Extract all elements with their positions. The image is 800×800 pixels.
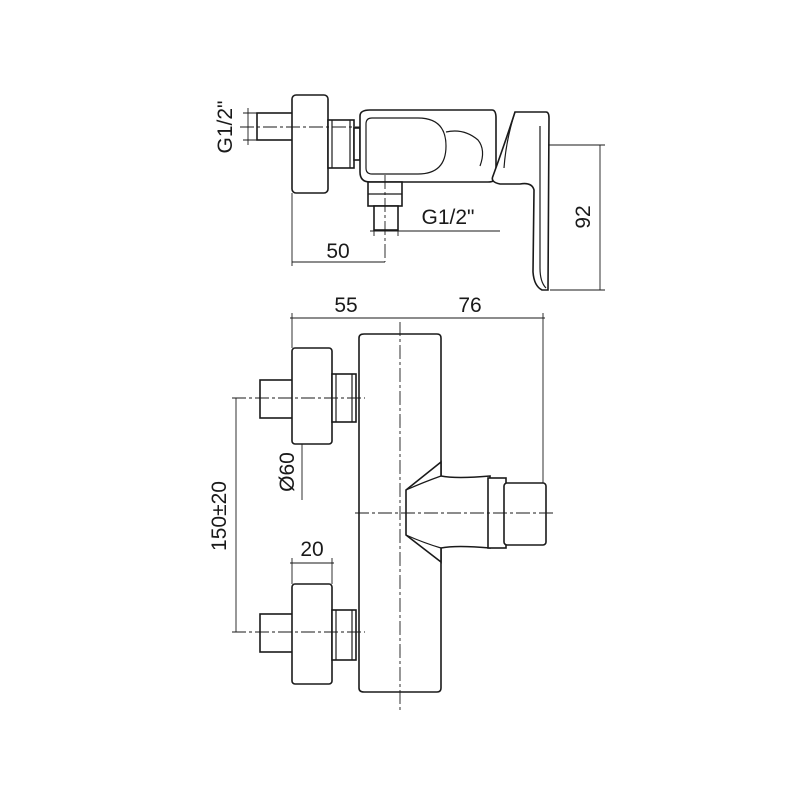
label-dim-50: 50 xyxy=(326,240,349,263)
side-outlet-pipe xyxy=(373,205,399,231)
side-view: G1/2" G1/2" 50 92 xyxy=(214,94,605,291)
label-dim-76: 76 xyxy=(458,294,481,317)
label-dim-20: 20 xyxy=(300,538,323,561)
label-dim-spacing: 150±20 xyxy=(208,481,231,551)
front-upper-flange xyxy=(291,347,333,445)
label-top-thread-horizontal: G1/2" xyxy=(422,206,475,229)
front-upper-inlet-pipe xyxy=(259,379,295,419)
side-body-oval xyxy=(365,117,447,175)
side-mixer-body xyxy=(359,109,497,183)
label-top-thread-vertical: G1/2" xyxy=(214,101,237,154)
label-dim-diameter: Ø60 xyxy=(276,452,299,492)
front-handle-knob xyxy=(503,482,547,546)
front-lower-inlet-pipe xyxy=(259,613,295,653)
label-dim-55: 55 xyxy=(334,294,357,317)
front-lower-flange xyxy=(291,583,333,685)
side-wall-flange xyxy=(291,94,329,194)
front-view: 55 76 150±20 Ø60 xyxy=(208,294,555,712)
side-inlet-pipe xyxy=(256,112,296,141)
label-dim-92: 92 xyxy=(572,205,595,228)
